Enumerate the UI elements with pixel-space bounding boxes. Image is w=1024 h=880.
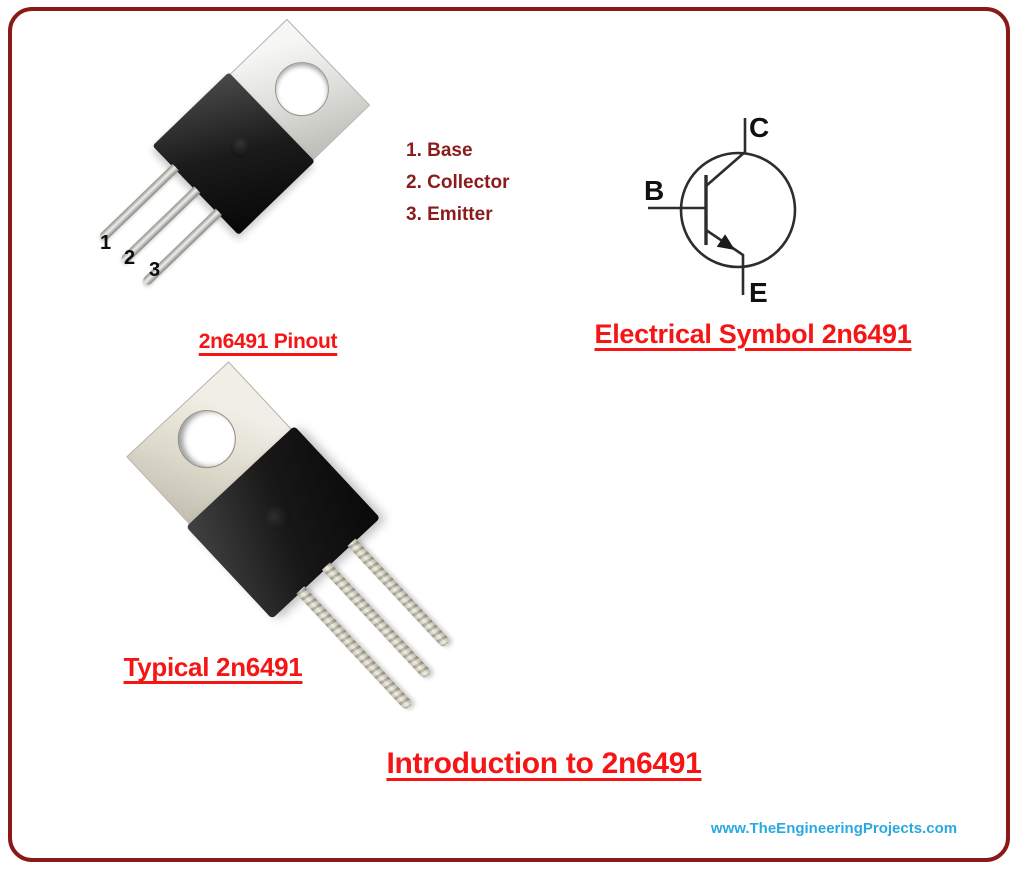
transistor-leg — [98, 163, 179, 242]
typical-caption: Typical 2n6491 — [123, 652, 303, 682]
pin-number-3: 3 — [149, 259, 161, 281]
page-title: Introduction to 2n6491 — [386, 747, 702, 780]
symbol-circle — [679, 151, 797, 269]
collector-label: C — [749, 112, 769, 143]
mounting-hole — [165, 398, 248, 481]
mounting-hole — [263, 50, 341, 128]
legend-item-base: 1. Base — [406, 140, 473, 161]
pinout-caption: 2n6491 Pinout — [198, 330, 338, 353]
transistor-symbol: C B E — [644, 112, 797, 308]
emitter-arrow — [716, 234, 735, 250]
symbol-caption: Electrical Symbol 2n6491 — [594, 319, 912, 349]
pin-number-2: 2 — [124, 247, 136, 269]
legend-item-emitter: 3. Emitter — [406, 204, 493, 225]
emitter-label: E — [749, 277, 768, 308]
emitter-line — [705, 228, 745, 295]
border-frame — [8, 7, 1010, 862]
pin-legend: 1. Base 2. Collector 3. Emitter — [406, 140, 509, 236]
website-link[interactable]: www.TheEngineeringProjects.com — [710, 820, 958, 837]
base-label: B — [644, 175, 664, 206]
legend-item-collector: 2. Collector — [406, 172, 510, 193]
pin-number-1: 1 — [100, 232, 112, 254]
collector-line — [705, 118, 747, 187]
